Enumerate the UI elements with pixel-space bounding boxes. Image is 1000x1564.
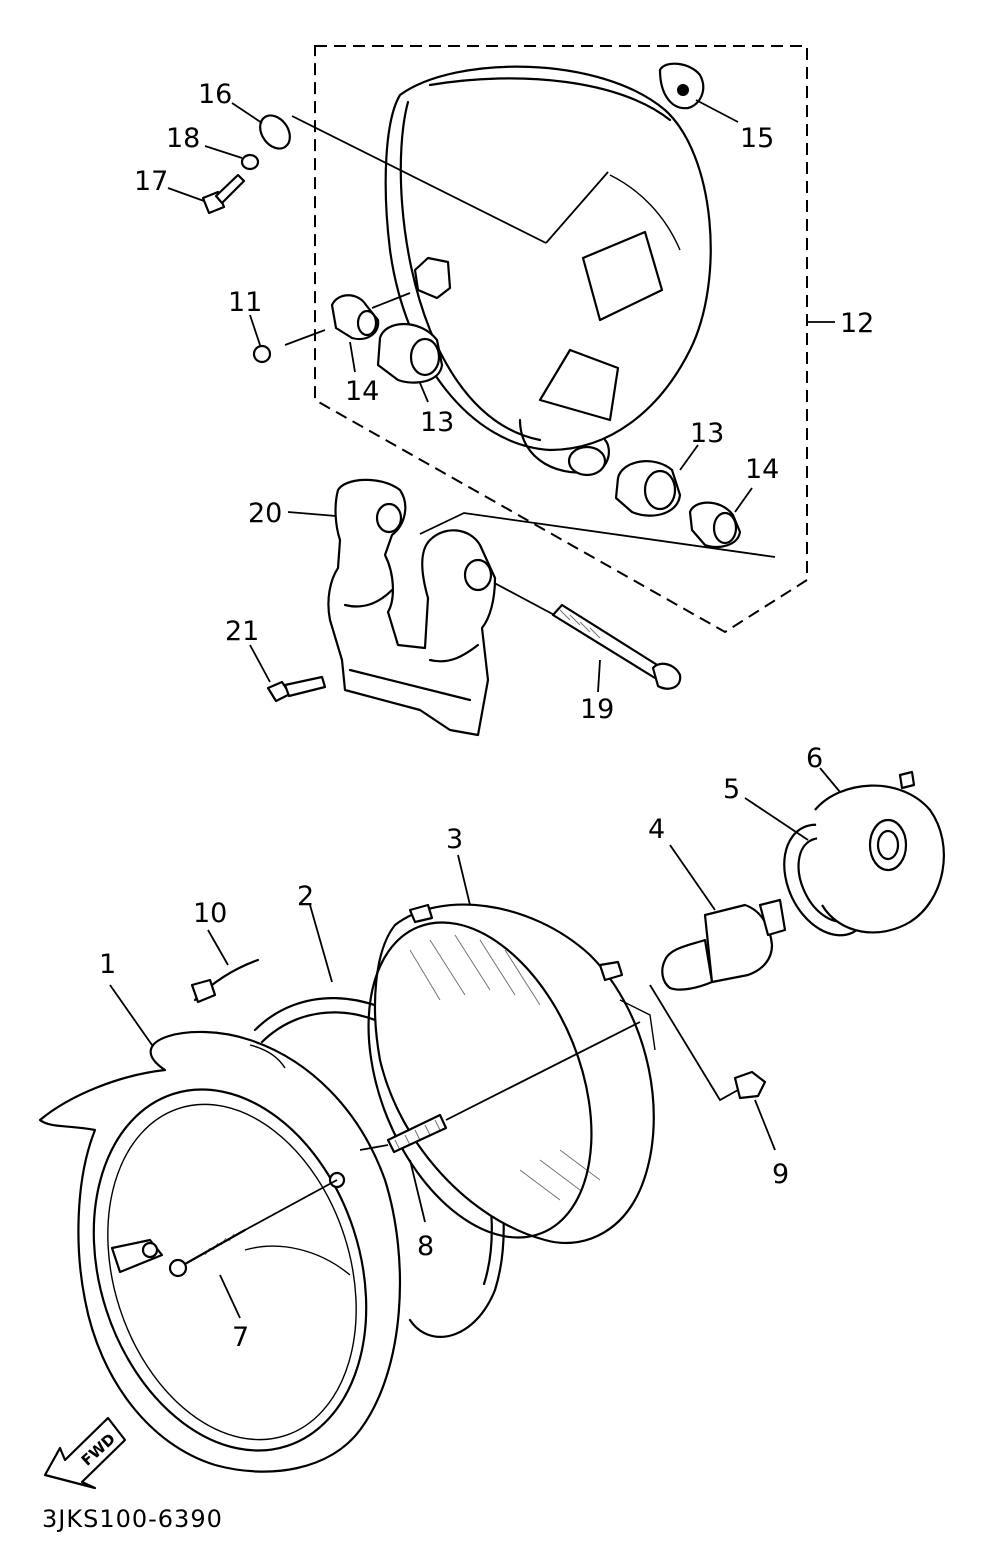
leader-19-axis bbox=[484, 577, 561, 619]
callout-19: 19 bbox=[580, 694, 614, 725]
grommet-15 bbox=[658, 62, 739, 123]
clip-10 bbox=[190, 929, 260, 1004]
bulb-4 bbox=[661, 844, 787, 991]
callout-1: 1 bbox=[99, 949, 116, 980]
callout-3: 3 bbox=[446, 824, 463, 855]
callout-11: 11 bbox=[228, 287, 262, 318]
socket-cover-6 bbox=[814, 767, 945, 934]
leader-11 bbox=[284, 329, 326, 346]
rim-1 bbox=[38, 984, 402, 1473]
leader-9-path bbox=[649, 984, 739, 1102]
assembly-boundary-12 bbox=[314, 45, 808, 634]
damper-13-right bbox=[614, 444, 699, 517]
callout-6: 6 bbox=[806, 743, 823, 774]
callout-18: 18 bbox=[166, 123, 200, 154]
screw-11 bbox=[249, 314, 272, 364]
drawing-code: 3JKS100-6390 bbox=[42, 1505, 223, 1533]
leader-14a bbox=[371, 292, 411, 309]
lens-unit-3 bbox=[367, 854, 656, 1244]
callout-12: 12 bbox=[840, 308, 874, 339]
leader-14b-boundary bbox=[419, 512, 776, 558]
bolt-21 bbox=[249, 644, 327, 703]
callout-7: 7 bbox=[232, 1322, 249, 1353]
callout-20: 20 bbox=[248, 498, 282, 529]
bracket-20 bbox=[287, 478, 497, 737]
collar-14-right bbox=[688, 487, 753, 549]
spring-8 bbox=[359, 1021, 641, 1223]
collar-14-left bbox=[330, 294, 380, 373]
callout-13-right: 13 bbox=[690, 418, 724, 449]
callout-8: 8 bbox=[417, 1231, 434, 1262]
callout-14-left: 14 bbox=[345, 376, 379, 407]
fwd-arrow: FWD bbox=[43, 1416, 127, 1490]
callout-13-left: 13 bbox=[420, 407, 454, 438]
callout-21: 21 bbox=[225, 616, 259, 647]
callout-10: 10 bbox=[193, 898, 227, 929]
callout-15: 15 bbox=[740, 123, 774, 154]
leader-16b bbox=[545, 171, 609, 244]
nut-18 bbox=[204, 145, 260, 171]
callout-2: 2 bbox=[297, 881, 314, 912]
washer-16 bbox=[231, 102, 291, 150]
leader-16 bbox=[291, 115, 547, 244]
callout-9: 9 bbox=[772, 1159, 789, 1190]
headlight-housing bbox=[384, 65, 712, 477]
callout-4: 4 bbox=[648, 814, 665, 845]
screw-7 bbox=[168, 1179, 338, 1319]
bolt-19 bbox=[551, 603, 682, 693]
callout-14-right: 14 bbox=[745, 454, 779, 485]
callout-17: 17 bbox=[134, 166, 168, 197]
damper-13-left bbox=[376, 322, 444, 403]
clip-9 bbox=[733, 1070, 776, 1151]
callout-5: 5 bbox=[723, 774, 740, 805]
bolt-17 bbox=[167, 173, 246, 215]
callout-16: 16 bbox=[198, 79, 232, 110]
